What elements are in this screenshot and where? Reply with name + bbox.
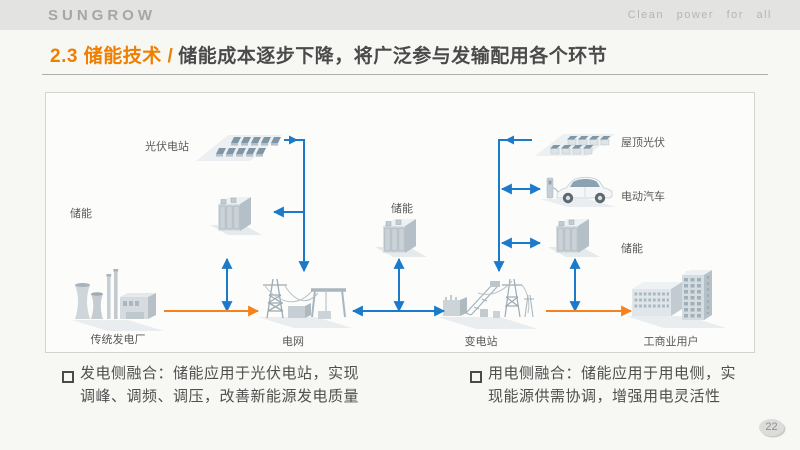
ev-icon — [538, 163, 618, 214]
rooftop-pv-icon — [533, 123, 618, 168]
bullet-2-text: 用电侧融合：储能应用于用电侧，实 现能源供需协调，增强用电灵活性 — [488, 362, 758, 408]
bullet-1-line-1: 发电侧融合：储能应用于光伏电站，实现 — [80, 365, 360, 382]
grid-label: 电网 — [282, 336, 304, 348]
coal-plant-label: 传统发电厂 — [90, 334, 146, 346]
coal-plant-icon — [70, 268, 166, 339]
header-slogan: Clean power for all — [627, 9, 772, 21]
bullet-1-square — [62, 371, 74, 383]
storage-mid-icon — [371, 213, 433, 264]
storage-user-label: 储能 — [621, 243, 643, 255]
grid-icon — [256, 271, 354, 336]
arrow-rooftop-to-substation — [493, 139, 532, 273]
rooftop-pv-label: 屋顶光伏 — [621, 137, 665, 149]
arrow-corner-right — [505, 135, 514, 145]
ev-label: 电动汽车 — [621, 191, 665, 203]
pv-station-icon — [194, 123, 284, 173]
cni-users-icon — [624, 266, 729, 337]
title-divider — [42, 74, 768, 75]
arrow-pv-to-grid — [284, 139, 310, 273]
title-section-number: 2.3 储能技术 / — [50, 46, 174, 67]
sungrow-logo: SUNGROW — [48, 7, 156, 24]
diagram-canvas: 光伏电站 储能 传统发电厂 电网 储能 变电站 屋顶光伏 电动汽车 储能 工商业… — [45, 92, 755, 353]
storage-mid-label: 储能 — [391, 203, 413, 215]
arrow-corner-left — [289, 135, 298, 145]
bullet-2-line-1: 用电侧融合：储能应用于用电侧，实 — [488, 365, 737, 382]
header-bar: SUNGROW Clean power for all — [0, 0, 800, 30]
page-title: 2.3 储能技术 /储能成本逐步下降，将广泛参与发输配用各个环节 — [50, 41, 607, 68]
bullet-1-text: 发电侧融合：储能应用于光伏电站，实现 调峰、调频、调压，改善新能源发电质量 — [80, 362, 430, 408]
bullet-1-line-2: 调峰、调频、调压，改善新能源发电质量 — [80, 388, 360, 405]
storage-user-icon — [544, 213, 606, 264]
storage-gen-icon — [206, 191, 268, 242]
storage-gen-label: 储能 — [70, 208, 92, 220]
page-number-badge: 22 — [759, 419, 784, 436]
bullet-2-square — [470, 371, 482, 383]
substation-label: 变电站 — [464, 336, 498, 348]
cni-users-label: 工商业用户 — [643, 336, 699, 348]
bullet-2-line-2: 现能源供需协调，增强用电灵活性 — [488, 388, 721, 405]
title-text: 储能成本逐步下降，将广泛参与发输配用各个环节 — [178, 46, 608, 67]
pv-station-label: 光伏电站 — [145, 141, 189, 153]
substation-icon — [436, 273, 541, 336]
